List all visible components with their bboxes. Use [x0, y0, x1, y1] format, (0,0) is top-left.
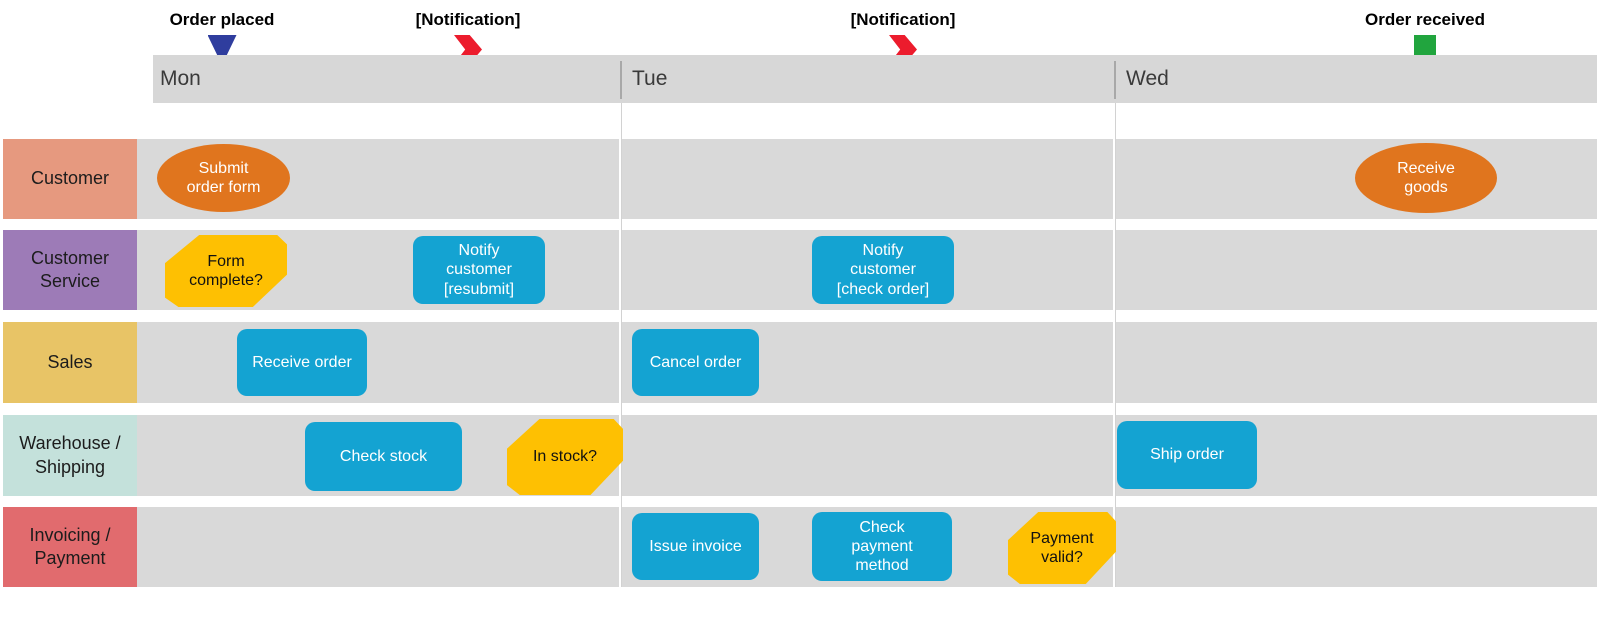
- lane-label-sales: Sales: [3, 322, 137, 403]
- task-label: Notify customer [resubmit]: [443, 242, 515, 298]
- milestone-label: [Notification]: [415, 10, 521, 29]
- day-label-tue: Tue: [632, 67, 668, 90]
- task-check-stock: Check stock: [305, 422, 462, 491]
- header-day-divider: [1114, 61, 1116, 99]
- task-label: Check stock: [339, 447, 428, 465]
- task-notify-customer-check-order: Notify customer [check order]: [812, 236, 954, 304]
- milestone-label: Order placed: [169, 10, 275, 29]
- task-label: Payment valid?: [1030, 529, 1094, 566]
- task-label: Ship order: [1150, 446, 1224, 464]
- lane-label-warehouse-shipping: Warehouse / Shipping: [3, 415, 137, 496]
- task-cancel-order: Cancel order: [632, 329, 759, 396]
- timeline-header: [153, 55, 1597, 103]
- milestone-label: [Notification]: [850, 10, 956, 29]
- day-label-wed: Wed: [1126, 67, 1169, 90]
- header-day-divider: [620, 61, 622, 99]
- task-label: Receive order: [252, 353, 352, 371]
- day-label-mon: Mon: [160, 67, 201, 90]
- lane-body-sales: [137, 322, 1597, 403]
- task-issue-invoice: Issue invoice: [632, 513, 759, 580]
- task-label: Submit order form: [186, 159, 261, 196]
- task-payment-valid: Payment valid?: [1008, 512, 1116, 584]
- lane-label-customer-service: Customer Service: [3, 230, 137, 310]
- day-column-divider: [619, 103, 622, 587]
- task-receive-goods: Receive goods: [1355, 143, 1497, 213]
- task-ship-order: Ship order: [1117, 421, 1257, 489]
- milestone-order-received: Order received: [1335, 8, 1515, 62]
- task-check-payment-method: Check payment method: [812, 512, 952, 581]
- task-label: Issue invoice: [649, 537, 742, 555]
- task-label: Check payment method: [851, 518, 913, 575]
- task-label: Form complete?: [189, 252, 263, 289]
- lane-label-invoicing-payment: Invoicing / Payment: [3, 507, 137, 587]
- lane-body-customer: [137, 139, 1597, 219]
- task-submit-order-form: Submit order form: [157, 144, 290, 212]
- lane-label-customer: Customer: [3, 139, 137, 219]
- day-column-divider: [1113, 103, 1116, 587]
- milestone-label: Order received: [1364, 10, 1485, 29]
- task-receive-order: Receive order: [237, 329, 367, 396]
- task-notify-customer-resubmit: Notify customer [resubmit]: [413, 236, 545, 304]
- task-label: Receive goods: [1397, 159, 1455, 196]
- task-label: Cancel order: [649, 353, 742, 371]
- task-label: Notify customer [check order]: [836, 242, 930, 298]
- task-label: In stock?: [532, 448, 598, 466]
